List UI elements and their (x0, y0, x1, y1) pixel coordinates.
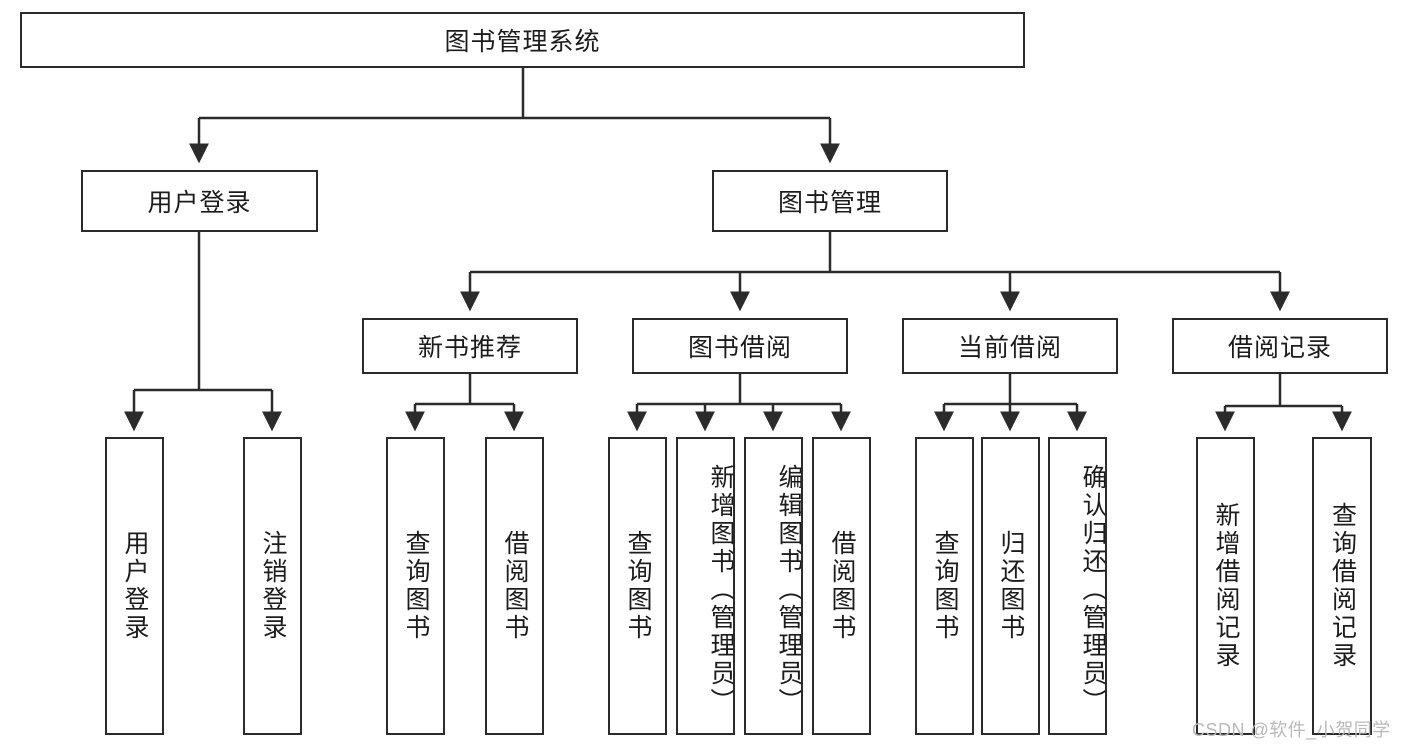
leaf-user-login[interactable]: 用户登录 (105, 437, 164, 735)
leaf-edit-book[interactable]: 编辑图书（管理员） (744, 437, 803, 735)
node-borrow-record[interactable]: 借阅记录 (1172, 318, 1388, 374)
leaf-add-record[interactable]: 新增借阅记录 (1196, 437, 1255, 735)
leaf-query-book-2-label: 查询图书 (624, 530, 652, 642)
leaf-query-book-3[interactable]: 查询图书 (915, 437, 974, 735)
leaf-logout-label: 注销登录 (259, 530, 287, 642)
leaf-return-book-label: 归还图书 (997, 530, 1025, 642)
leaf-query-record[interactable]: 查询借阅记录 (1312, 437, 1372, 735)
leaf-query-record-label: 查询借阅记录 (1328, 502, 1357, 670)
node-book-manage[interactable]: 图书管理 (712, 170, 948, 232)
node-current-borrow[interactable]: 当前借阅 (902, 318, 1118, 374)
leaf-query-book-1[interactable]: 查询图书 (386, 437, 445, 735)
csdn-watermark: CSDN @软件_小贺同学 (1192, 720, 1391, 740)
leaf-add-record-label: 新增借阅记录 (1212, 502, 1240, 670)
leaf-confirm-return[interactable]: 确认归还（管理员） (1048, 437, 1107, 735)
node-new-book-rec[interactable]: 新书推荐 (362, 318, 578, 374)
leaf-borrow-book-1-label: 借阅图书 (501, 530, 529, 642)
leaf-edit-book-label: 编辑图书（管理员） (775, 464, 803, 716)
leaf-query-book-2[interactable]: 查询图书 (608, 437, 667, 735)
leaf-add-book-label: 新增图书（管理员） (707, 464, 735, 716)
node-user-login-label: 用户登录 (147, 189, 252, 217)
leaf-query-book-3-label: 查询图书 (931, 530, 959, 642)
leaf-borrow-book-2-label: 借阅图书 (828, 530, 856, 642)
node-book-manage-label: 图书管理 (777, 189, 882, 217)
node-root-label: 图书管理系统 (444, 28, 601, 56)
leaf-user-login-label: 用户登录 (121, 530, 149, 642)
node-user-login[interactable]: 用户登录 (81, 170, 318, 232)
leaf-borrow-book-1[interactable]: 借阅图书 (485, 437, 544, 735)
node-current-borrow-label: 当前借阅 (957, 334, 1062, 362)
leaf-return-book[interactable]: 归还图书 (981, 437, 1040, 735)
node-root[interactable]: 图书管理系统 (20, 12, 1025, 68)
leaf-logout[interactable]: 注销登录 (243, 437, 302, 735)
leaf-borrow-book-2[interactable]: 借阅图书 (812, 437, 871, 735)
node-book-borrow-label: 图书借阅 (687, 334, 792, 362)
node-book-borrow[interactable]: 图书借阅 (632, 318, 848, 374)
leaf-confirm-return-label: 确认归还（管理员） (1079, 464, 1107, 716)
node-new-book-rec-label: 新书推荐 (417, 334, 522, 362)
leaf-add-book[interactable]: 新增图书（管理员） (676, 437, 735, 735)
leaf-query-book-1-label: 查询图书 (402, 530, 430, 642)
node-borrow-record-label: 借阅记录 (1227, 334, 1332, 362)
